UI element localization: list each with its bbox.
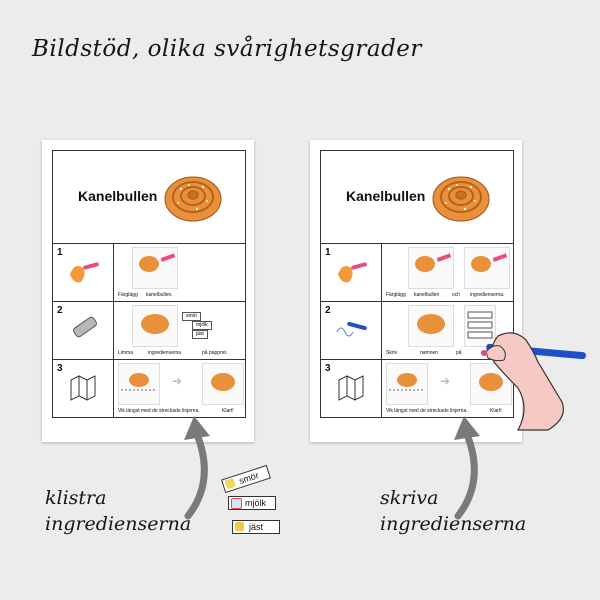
ingredient-card-jast: jäst	[232, 520, 280, 534]
fold-icon	[338, 375, 364, 401]
caption: Färglägg	[386, 292, 406, 298]
caption: kanelbullen.	[146, 292, 173, 298]
milk-icon	[231, 498, 242, 509]
writing-hand-icon	[481, 332, 586, 431]
caption: Vik längst med de streckade linjerna.	[118, 408, 200, 414]
step-row-2: 2 Skriv namnen på	[321, 302, 513, 360]
yeast-icon	[235, 522, 244, 531]
worksheet-title: Kanelbullen	[346, 188, 426, 204]
title-cell: Kanelbullen	[53, 151, 245, 244]
chip-smor: smör	[182, 312, 202, 321]
caption: och	[452, 292, 461, 298]
chip-mjolk: mjölk	[192, 321, 212, 330]
bun-picture	[408, 305, 454, 347]
label-klistra: klistra ingredienserna	[45, 487, 192, 535]
step-number: 3	[325, 363, 331, 374]
worksheet-title: Kanelbullen	[78, 188, 158, 204]
worksheet-frame: Kanelbullen 1	[320, 150, 514, 418]
ingredient-card-mjolk: mjölk	[228, 496, 276, 510]
coloring-picture	[132, 247, 178, 289]
cinnamon-bun-icon	[432, 176, 490, 222]
finished-picture	[470, 363, 512, 405]
label-skriva: skriva ingredienserna	[380, 487, 527, 535]
title-cell: Kanelbullen	[321, 151, 513, 244]
step-number: 1	[325, 247, 331, 258]
caption: på pappret.	[202, 350, 228, 356]
fold-icon	[70, 375, 96, 401]
caption: Limma	[118, 350, 134, 356]
caption: ingredienserna.	[470, 292, 505, 298]
step-number: 1	[57, 247, 63, 258]
arrow-right-icon: ➜	[172, 374, 183, 388]
step-row-2: 2 smör mjölk jäst Limma ingredienserna p…	[53, 302, 245, 360]
caption: Klart!	[222, 408, 234, 414]
fold-picture	[118, 363, 160, 405]
step-number: 2	[57, 305, 63, 316]
finished-picture	[202, 363, 244, 405]
worksheet-frame: Kanelbullen 1	[52, 150, 246, 418]
worksheet-klistra: Kanelbullen 1	[42, 140, 254, 442]
curved-arrow-left-icon	[184, 416, 210, 520]
step-row-1: 1 Färglägg kanelbullen och ingrediensern…	[321, 244, 513, 302]
step-row-3: 3 ➜ Vik längst med de streckade linjerna…	[53, 360, 245, 417]
coloring-icon	[338, 262, 367, 283]
bun-picture	[132, 305, 178, 347]
fold-picture	[386, 363, 428, 405]
page-heading: Bildstöd, olika svårighetsgrader	[32, 36, 422, 62]
caption: Klart!	[490, 408, 502, 414]
step-row-1: 1 Färglägg kanelbullen.	[53, 244, 245, 302]
caption: Färglägg	[118, 292, 138, 298]
caption: ingredienserna	[148, 350, 182, 356]
coloring-picture	[408, 247, 454, 289]
worksheet-skriva: Kanelbullen 1	[310, 140, 522, 442]
caption: på	[456, 350, 462, 356]
caption: namnen	[420, 350, 439, 356]
butter-icon	[224, 477, 236, 490]
step-number: 3	[57, 363, 63, 374]
writing-pen-icon	[336, 321, 367, 337]
cinnamon-bun-icon	[164, 176, 222, 222]
chip-jast: jäst	[192, 330, 208, 339]
caption: kanelbullen	[414, 292, 440, 298]
step-number: 2	[325, 305, 331, 316]
coloring-icon	[70, 262, 99, 283]
ingredients-picture	[464, 305, 496, 347]
curved-arrow-right-icon	[454, 416, 480, 520]
step-row-3: 3 ➜ Vik längst med de streckade linjerna…	[321, 360, 513, 417]
arrow-right-icon: ➜	[440, 374, 451, 388]
glue-stick-icon	[72, 316, 98, 338]
caption: Vik längst med de streckade linjerna.	[386, 408, 468, 414]
caption: Skriv	[386, 350, 398, 356]
coloring-picture-2	[464, 247, 510, 289]
